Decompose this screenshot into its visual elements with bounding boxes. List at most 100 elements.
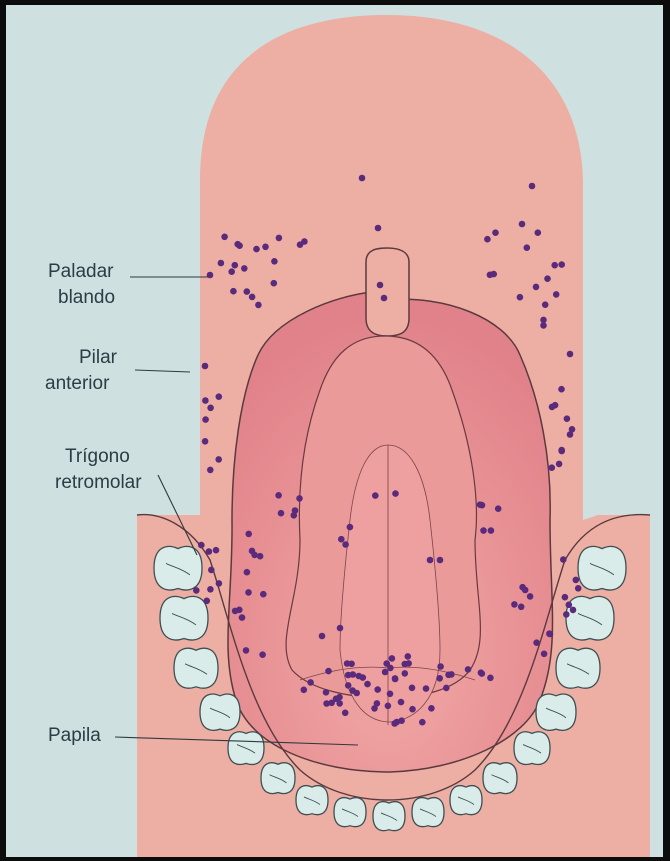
gland-dot <box>437 557 444 564</box>
gland-dot <box>563 611 570 618</box>
gland-dot <box>232 262 239 269</box>
gland-dot <box>347 524 354 531</box>
gland-dot <box>405 660 412 667</box>
gland-dot <box>405 653 412 660</box>
gland-dot <box>448 671 455 678</box>
oral-cavity-diagram: Paladar blando Pilar anterior Trígono re… <box>6 5 663 857</box>
gland-dot <box>558 261 565 268</box>
gland-dot <box>549 404 556 411</box>
gland-dot <box>342 710 349 717</box>
gland-dot <box>409 706 416 713</box>
label-papila: Papila <box>48 725 101 746</box>
gland-dot <box>398 717 405 724</box>
gland-dot <box>297 241 304 248</box>
gland-dot <box>319 633 326 640</box>
gland-dot <box>567 351 574 358</box>
gland-dot <box>569 426 576 433</box>
gland-dot <box>337 625 344 632</box>
gland-dot <box>511 601 518 608</box>
gland-dot <box>377 282 384 289</box>
gland-dot <box>541 651 548 658</box>
gland-dot <box>437 663 444 670</box>
gland-dot <box>241 265 248 272</box>
gland-dot <box>542 301 549 308</box>
gland-dot <box>551 262 558 269</box>
gland-dot <box>560 556 567 563</box>
gland-dot <box>202 397 209 404</box>
gland-dot <box>535 229 542 236</box>
label-pilar-anterior-line1: Pilar <box>79 347 118 368</box>
gland-dot <box>488 527 495 534</box>
gland-dot <box>402 670 409 677</box>
gland-dot <box>338 536 345 543</box>
gland-dot <box>371 705 378 712</box>
gland-dot <box>275 492 282 499</box>
gland-dot <box>207 405 214 412</box>
gland-dot <box>291 512 298 519</box>
gland-dot <box>359 175 366 182</box>
gland-dot <box>372 492 379 499</box>
gland-dot <box>234 241 241 248</box>
gland-dot <box>533 284 540 291</box>
gland-dot <box>253 246 260 253</box>
diagram-frame: Paladar blando Pilar anterior Trígono re… <box>6 5 663 857</box>
gland-dot <box>353 690 360 697</box>
gland-dot <box>575 585 582 592</box>
gland-dot <box>566 602 573 609</box>
gland-dot <box>255 302 262 309</box>
gland-dot <box>522 587 529 594</box>
gland-dot <box>364 681 371 688</box>
gland-dot <box>423 685 430 692</box>
gland-dot <box>564 415 571 422</box>
gland-dot <box>465 666 472 673</box>
gland-dot <box>480 527 487 534</box>
gland-dot <box>427 557 434 564</box>
gland-dot <box>519 221 526 228</box>
gland-dot <box>477 501 484 508</box>
gland-dot <box>518 604 525 611</box>
gland-dot <box>193 587 200 594</box>
gland-dot <box>392 675 399 682</box>
gland-dot <box>228 268 235 275</box>
gland-dot <box>257 553 264 560</box>
gland-dot <box>202 363 209 370</box>
gland-dot <box>218 260 225 267</box>
gland-dot <box>558 448 565 455</box>
gland-dot <box>478 669 485 676</box>
gland-dot <box>409 685 416 692</box>
gland-dot <box>230 288 237 295</box>
gland-dot <box>336 694 343 701</box>
gland-dot <box>495 505 502 512</box>
gland-dot <box>202 416 209 423</box>
gland-dot <box>484 236 491 243</box>
gland-dot <box>259 651 266 658</box>
gland-dot <box>216 393 223 400</box>
gland-dot <box>244 288 251 295</box>
gland-dot <box>278 510 285 517</box>
gland-dot <box>382 669 389 676</box>
gland-dot <box>216 580 223 587</box>
gland-dot <box>529 183 536 190</box>
gland-dot <box>443 685 450 692</box>
gland-dot <box>296 495 303 502</box>
gland-dot <box>389 655 396 662</box>
gland-dot <box>540 322 547 329</box>
gland-dot <box>244 569 251 576</box>
gland-dot <box>374 686 381 693</box>
gland-dot <box>533 639 540 646</box>
gland-dot <box>573 577 580 584</box>
gland-dot <box>487 675 494 682</box>
gland-dot <box>348 661 355 668</box>
gland-dot <box>549 464 556 471</box>
gland-dot <box>553 291 560 298</box>
gland-dot <box>392 490 399 497</box>
gland-dot <box>492 229 499 236</box>
gland-dot <box>207 467 214 474</box>
gland-dot <box>345 672 352 679</box>
gland-dot <box>398 699 405 706</box>
gland-dot <box>245 589 252 596</box>
gland-dot <box>360 674 367 681</box>
gland-dot <box>232 608 239 615</box>
gland-dot <box>271 280 278 287</box>
gland-dot <box>221 234 228 241</box>
